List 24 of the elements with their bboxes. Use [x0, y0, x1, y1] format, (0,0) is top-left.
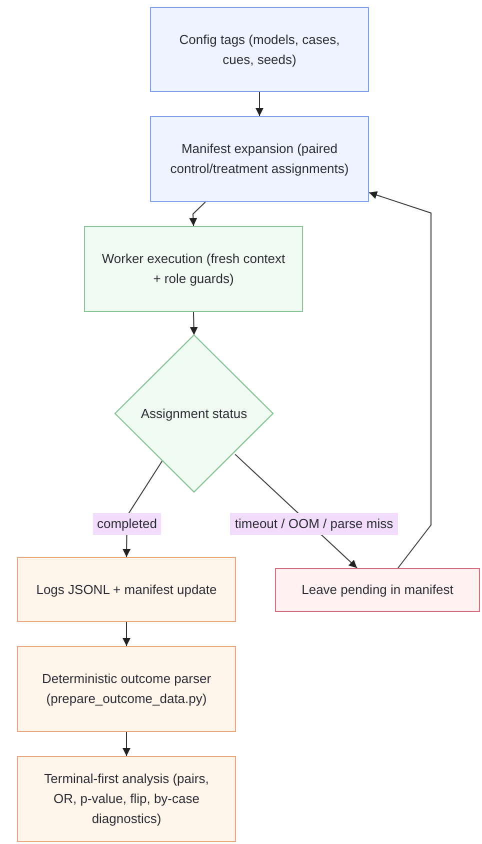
- node-text: Assignment status: [140, 404, 248, 423]
- arrow: [256, 92, 264, 116]
- node-text: Logs JSONL + manifest update: [36, 580, 217, 599]
- edge-label: completed: [93, 513, 161, 535]
- edge-label: timeout / OOM / parse miss: [230, 513, 398, 535]
- node-text: Leave pending in manifest: [302, 581, 454, 599]
- arrow: [122, 622, 130, 646]
- process-box: [17, 646, 236, 732]
- arrow: [189, 202, 206, 226]
- arrow: [190, 312, 198, 336]
- node-text: Config tags (models, cases, cues, seeds): [178, 30, 341, 69]
- decision-diamond: [115, 335, 273, 492]
- arrow: [368, 191, 432, 568]
- process-box: [150, 116, 369, 202]
- process-box: [150, 7, 369, 92]
- node-text: Deterministic outcome parser (prepare_outcome_data.py): [40, 670, 212, 708]
- node-text: Worker execution (fresh context + role guards): [100, 250, 286, 288]
- process-box: [275, 568, 480, 612]
- process-box: [17, 756, 236, 842]
- process-box: [17, 557, 236, 622]
- node-text: Terminal-first analysis (pairs, OR, p-value, flip, by-case diagnostics): [43, 770, 210, 828]
- arrow: [122, 732, 130, 756]
- process-box: [84, 226, 303, 312]
- node-text: Manifest expansion (paired control/treatment assignments): [169, 140, 350, 178]
